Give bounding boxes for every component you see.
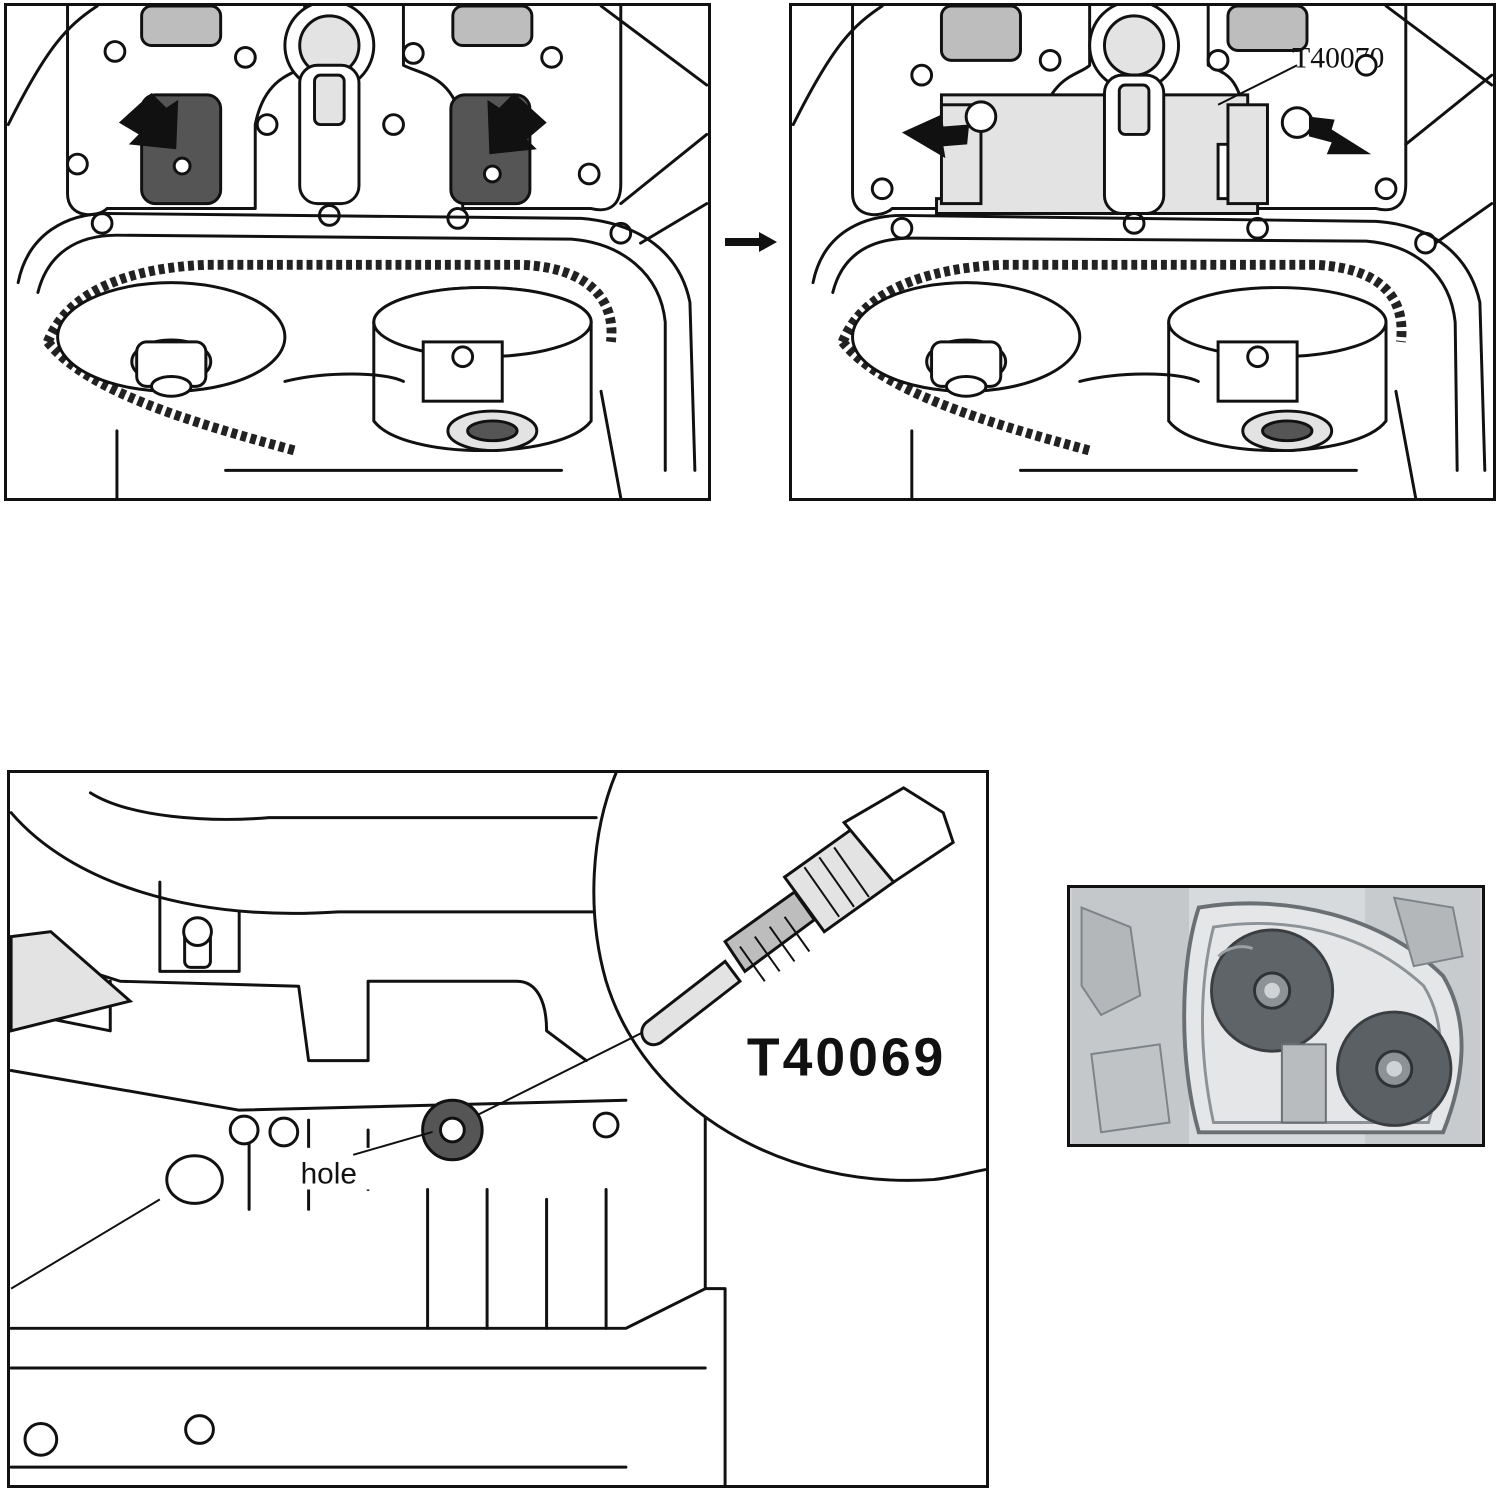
- cam-sensor-right: [451, 6, 534, 47]
- pointer-arrow-right-icon: [1308, 116, 1372, 155]
- crankshaft-pin-drawing: hole T40069: [10, 773, 986, 1485]
- tool-label-t40069: T40069: [747, 1028, 946, 1087]
- crankshaft-pin-diagram: hole T40069: [7, 770, 989, 1488]
- timing-chain: [43, 259, 617, 344]
- camshaft-after-diagram: T40070: [789, 3, 1496, 501]
- crankshaft-locking-pin-icon: [640, 786, 955, 1047]
- camshaft-before-drawing: [7, 6, 708, 498]
- camshaft-before-diagram: [4, 3, 711, 501]
- engine-photo-drawing: [1071, 888, 1481, 1144]
- cam-sensor-left: [140, 6, 223, 47]
- camshaft-after-drawing: T40070: [792, 6, 1493, 498]
- right-arrow-icon: [725, 232, 777, 252]
- pointer-arrow-right-icon: [487, 92, 547, 155]
- pointer-arrow-left-icon: [118, 92, 179, 150]
- pointer-arrow-left-icon: [901, 114, 970, 159]
- engine-timing-photo: [1067, 885, 1485, 1147]
- hole-label: hole: [301, 1158, 357, 1191]
